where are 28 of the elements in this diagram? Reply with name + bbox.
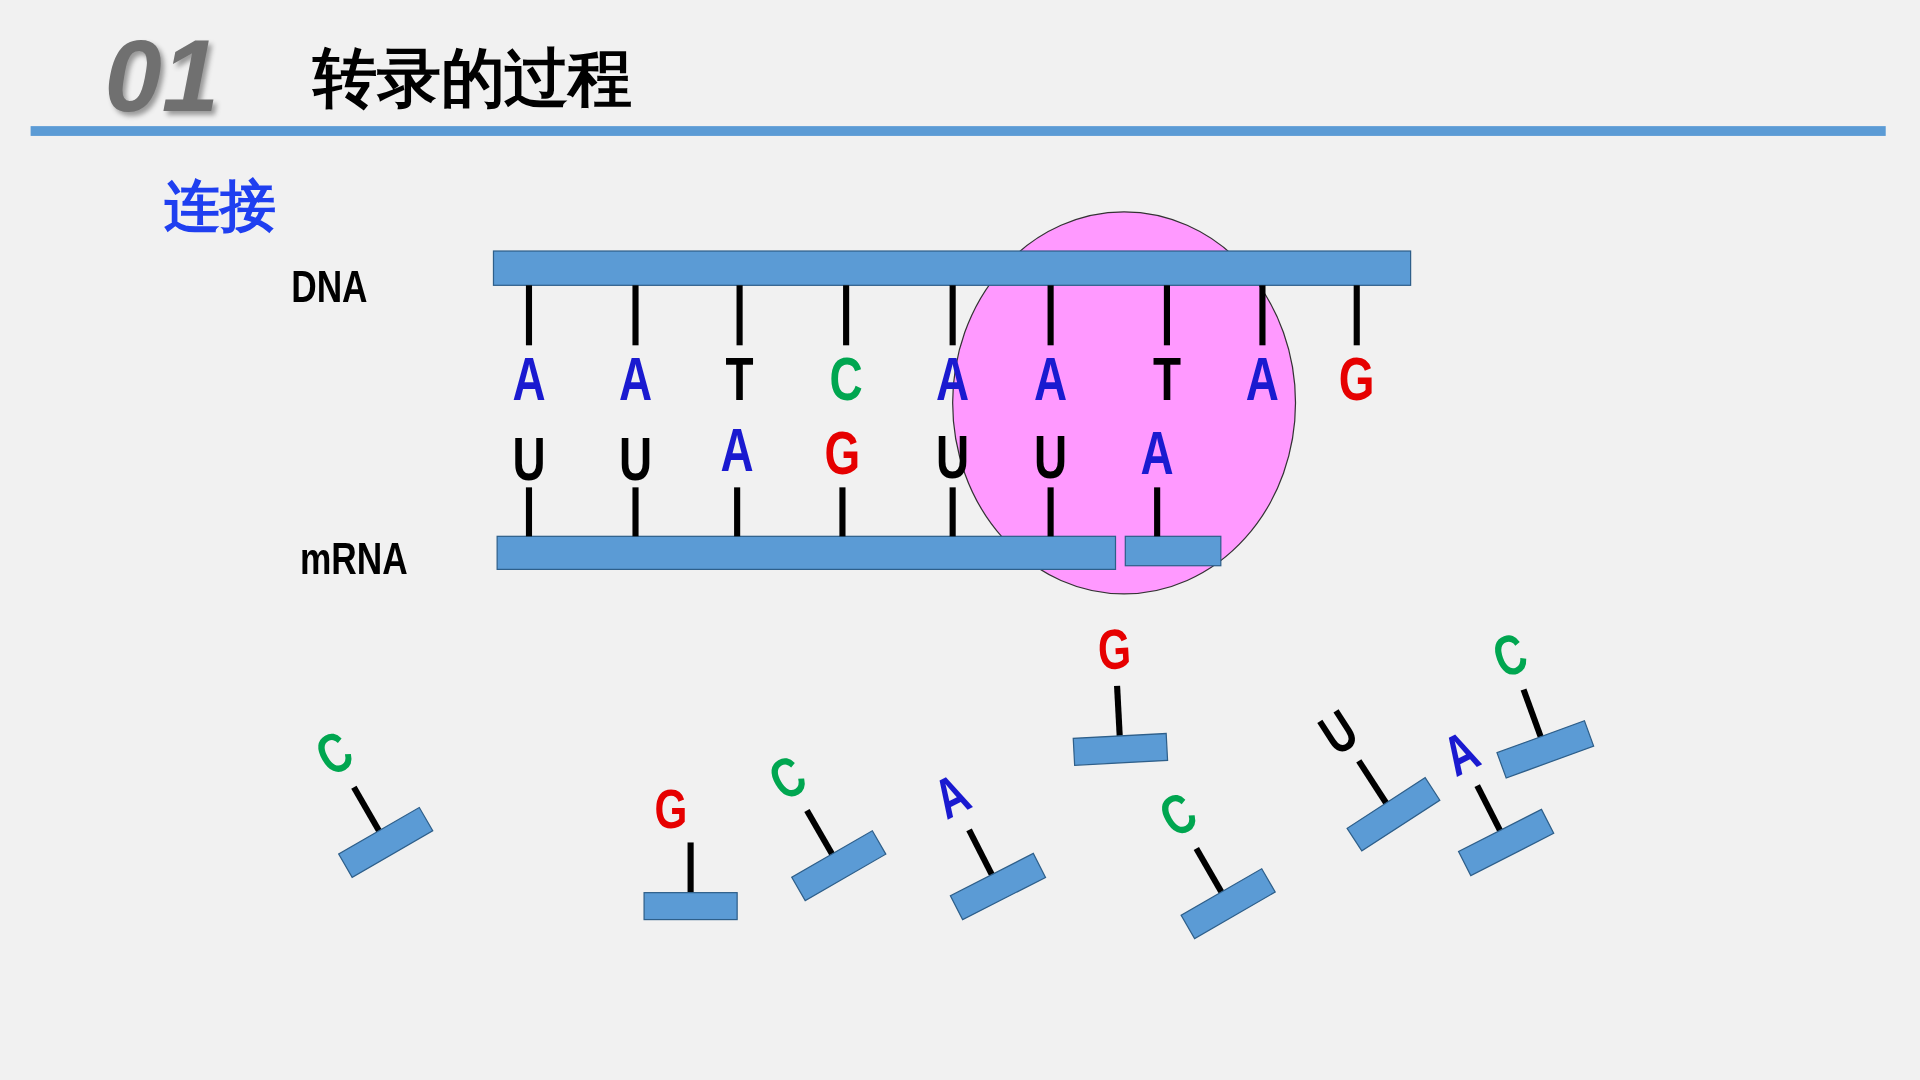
base-letter: A <box>1434 721 1488 786</box>
strand-label: mRNA <box>300 537 408 582</box>
base-letter: A <box>618 349 653 411</box>
base-letter: C <box>829 349 863 411</box>
base-letter: A <box>512 349 546 411</box>
base-letter: A <box>1245 349 1280 411</box>
base-letter: G <box>1096 620 1133 678</box>
base-letter: A <box>1034 349 1068 411</box>
base-letter: U <box>1310 700 1367 765</box>
base-letter: U <box>512 428 546 490</box>
base-letter: A <box>925 763 978 828</box>
base-letter: C <box>307 721 362 786</box>
base-letter: C <box>1485 623 1534 687</box>
base-letter: A <box>1140 422 1174 484</box>
base-letter: G <box>824 422 861 484</box>
base-letter: G <box>654 780 688 837</box>
base-letter: G <box>1338 349 1375 411</box>
base-letter: T <box>725 349 754 411</box>
base-letter: C <box>760 745 815 810</box>
base-letter: U <box>1034 426 1068 488</box>
base-letter: U <box>618 428 653 490</box>
base-letter: C <box>1150 782 1206 847</box>
subheading: 连接 <box>164 177 277 234</box>
base-letter: T <box>1152 349 1181 411</box>
strand-label: DNA <box>291 265 368 310</box>
section-number: 01 <box>104 24 219 128</box>
base-letter: A <box>720 420 754 482</box>
title: 转录的过程 <box>313 46 632 111</box>
